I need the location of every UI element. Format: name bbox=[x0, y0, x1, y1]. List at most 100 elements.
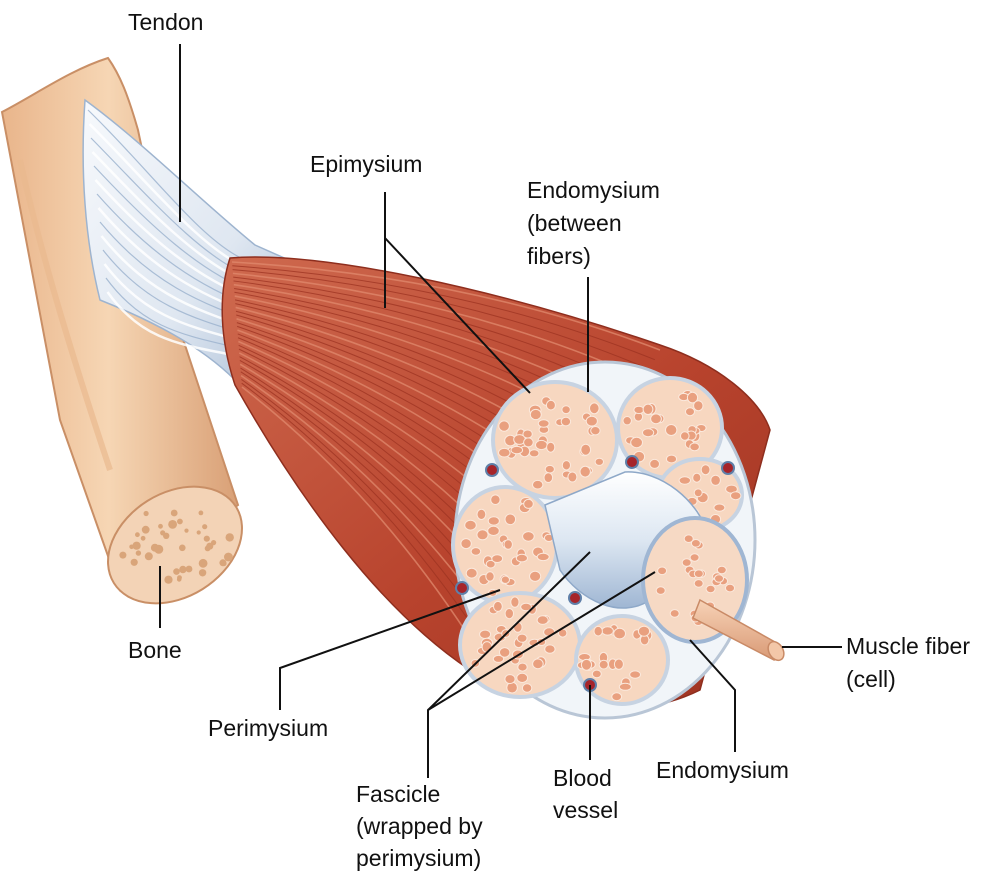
label-muscle-fiber: Muscle fiber (cell) bbox=[846, 633, 970, 692]
blood-vessel bbox=[455, 581, 469, 595]
muscle-fiber bbox=[693, 569, 704, 579]
marrow-dot bbox=[198, 558, 208, 568]
muscle-fiber bbox=[710, 474, 721, 486]
muscle-fiber bbox=[611, 692, 623, 702]
muscle-fiber bbox=[520, 602, 532, 612]
muscle-fiber bbox=[560, 416, 572, 427]
muscle-cross-section bbox=[451, 360, 785, 720]
muscle-fiber bbox=[545, 399, 556, 411]
muscle-fiber bbox=[535, 439, 548, 451]
striation bbox=[231, 261, 661, 351]
muscle-fiber bbox=[487, 525, 500, 537]
muscle-fiber bbox=[580, 658, 593, 671]
muscle-fiber bbox=[476, 508, 487, 521]
muscle-fiber bbox=[543, 627, 556, 637]
marrow-dot bbox=[202, 524, 208, 530]
marrow-dot bbox=[179, 544, 186, 552]
muscle-fiber bbox=[716, 565, 727, 575]
leader-lines bbox=[159, 44, 842, 778]
muscle-fiber bbox=[579, 465, 591, 478]
blood-vessel bbox=[568, 591, 582, 605]
label-perimysium: Perimysium bbox=[208, 715, 329, 741]
muscle-fiber bbox=[693, 400, 704, 412]
muscle-fiber bbox=[665, 454, 678, 464]
muscle-fiber bbox=[680, 431, 690, 441]
muscle-fiber bbox=[522, 531, 535, 542]
muscle-fiber bbox=[543, 472, 554, 484]
blood-vessel bbox=[721, 461, 735, 475]
marrow-dot bbox=[177, 518, 183, 525]
muscle-fiber bbox=[700, 464, 711, 476]
marrow-dot bbox=[135, 532, 140, 538]
muscle-fiber bbox=[500, 575, 510, 584]
muscle-fiber bbox=[493, 600, 503, 612]
muscle-fiber bbox=[490, 494, 501, 506]
muscle-fiber bbox=[649, 458, 660, 469]
muscle-fiber bbox=[504, 674, 516, 685]
marrow-dot bbox=[143, 510, 149, 517]
muscle-fiber bbox=[485, 571, 495, 582]
muscle-fiber bbox=[481, 641, 493, 653]
endomysium-bottom-leader bbox=[689, 639, 736, 752]
marrow-dot bbox=[173, 568, 180, 575]
muscle-fiber bbox=[504, 513, 517, 526]
blood-vessel bbox=[625, 455, 639, 469]
muscle-fiber bbox=[657, 566, 668, 576]
muscle-fiber bbox=[517, 662, 528, 672]
label-tendon: Tendon bbox=[128, 9, 204, 35]
muscle-fiber bbox=[633, 405, 645, 415]
muscle-fiber bbox=[536, 615, 549, 625]
muscle-fiber bbox=[693, 579, 704, 588]
muscle-fiber bbox=[678, 476, 691, 485]
muscle-fiber bbox=[629, 670, 641, 679]
marrow-dot bbox=[164, 575, 173, 584]
muscle-fiber bbox=[529, 408, 542, 421]
marrow-dot bbox=[144, 552, 153, 561]
muscle-fiber bbox=[498, 447, 511, 458]
muscle-fiber bbox=[692, 472, 702, 483]
fascicles bbox=[451, 376, 744, 706]
marrow-dot bbox=[160, 530, 166, 536]
marrow-dot bbox=[170, 509, 178, 517]
muscle-fiber bbox=[725, 583, 735, 593]
marrow-dot bbox=[206, 542, 214, 550]
muscle-fiber bbox=[521, 683, 533, 693]
muscle-fiber bbox=[498, 420, 510, 432]
muscle-fiber bbox=[544, 464, 555, 474]
muscle-fiber bbox=[685, 407, 695, 417]
muscle-fiber bbox=[492, 654, 505, 663]
striation bbox=[232, 269, 650, 370]
muscle-fiber bbox=[460, 538, 472, 550]
muscle-fiber bbox=[510, 445, 524, 455]
muscle-fiber bbox=[637, 625, 651, 637]
fascicle-leader-b bbox=[427, 571, 656, 711]
bone bbox=[0, 56, 243, 605]
muscle-fiber bbox=[485, 559, 496, 569]
muscle-fiber bbox=[532, 479, 544, 490]
muscle-fiber bbox=[516, 672, 529, 684]
marrow-dot bbox=[132, 541, 141, 550]
marrow-dot bbox=[224, 552, 233, 562]
striation bbox=[241, 382, 496, 661]
muscle-fiber bbox=[589, 402, 600, 415]
label-fascicle: Fascicle (wrapped by perimysium) bbox=[356, 781, 483, 871]
marrow-dot bbox=[135, 550, 142, 556]
epimysium-leader-b bbox=[384, 237, 531, 394]
marrow-dot bbox=[198, 510, 204, 516]
muscle-fiber bbox=[532, 658, 544, 670]
muscle-fiber bbox=[598, 659, 609, 670]
muscle-fiber bbox=[528, 449, 540, 458]
muscle-fiber bbox=[470, 547, 482, 556]
marrow-dot bbox=[158, 523, 163, 529]
muscle-fiber bbox=[515, 553, 529, 563]
muscle-fiber bbox=[618, 682, 632, 691]
marrow-dot bbox=[130, 558, 138, 566]
blood-vessel bbox=[485, 463, 499, 477]
muscle-fiber bbox=[479, 629, 492, 639]
label-blood-vessel: Blood vessel bbox=[553, 765, 619, 823]
tendon-strand bbox=[87, 109, 246, 261]
muscle-fiber bbox=[730, 491, 742, 501]
muscle-fiber bbox=[476, 529, 489, 541]
muscle-fiber bbox=[705, 584, 716, 594]
